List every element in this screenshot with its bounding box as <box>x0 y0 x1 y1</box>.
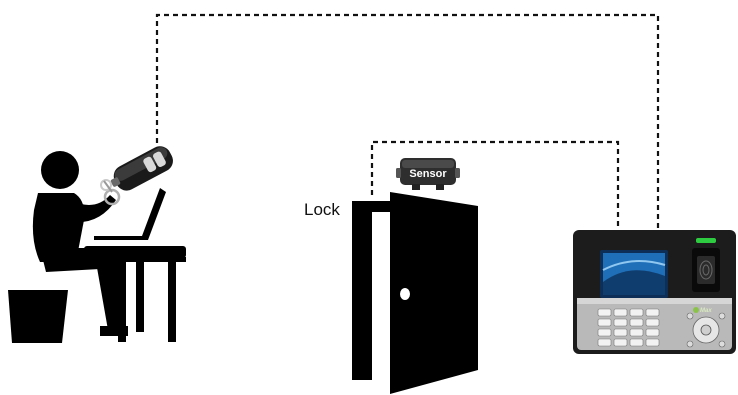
remote-key-fob-icon <box>101 142 177 204</box>
device-brand-label: Max <box>700 308 712 314</box>
person-at-laptop-icon <box>8 151 186 343</box>
biometric-terminal-icon: Max <box>573 230 736 354</box>
lock-label: Lock <box>304 200 340 220</box>
door-knob <box>400 288 410 300</box>
door-icon <box>352 192 478 394</box>
sensor-icon: Sensor <box>396 158 460 190</box>
sensor-label: Sensor <box>409 168 447 180</box>
